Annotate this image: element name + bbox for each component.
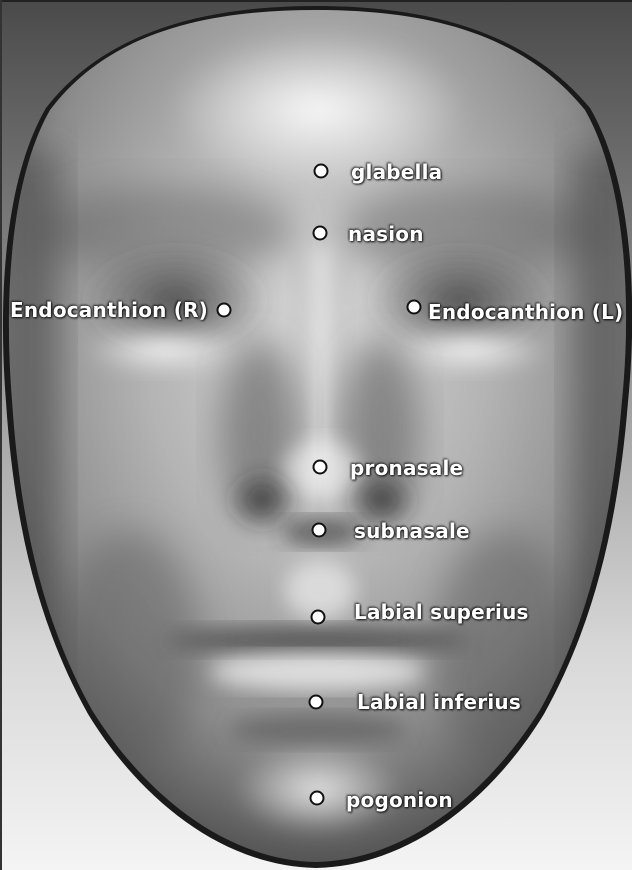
- label-endocanthion-left: Endocanthion (L): [428, 300, 623, 324]
- marker-endocanthion-l: [408, 301, 421, 314]
- marker-subnasale: [313, 524, 326, 537]
- left-border: [0, 0, 2, 870]
- marker-glabella: [315, 165, 328, 178]
- top-border: [0, 0, 632, 2]
- label-pogonion: pogonion: [346, 788, 453, 812]
- marker-pronasale: [314, 461, 327, 474]
- marker-nasion: [314, 227, 327, 240]
- label-subnasale: subnasale: [354, 519, 470, 543]
- label-labial-superius: Labial superius: [354, 600, 529, 624]
- label-pronasale: pronasale: [350, 456, 463, 480]
- marker-labial-superius: [312, 611, 325, 624]
- label-endocanthion-right: Endocanthion (R): [10, 298, 208, 322]
- label-glabella: glabella: [351, 160, 442, 184]
- label-labial-inferius: Labial inferius: [357, 690, 521, 714]
- marker-endocanthion-r: [218, 304, 231, 317]
- marker-labial-inferius: [310, 696, 323, 709]
- label-nasion: nasion: [348, 222, 424, 246]
- marker-pogonion: [311, 792, 324, 805]
